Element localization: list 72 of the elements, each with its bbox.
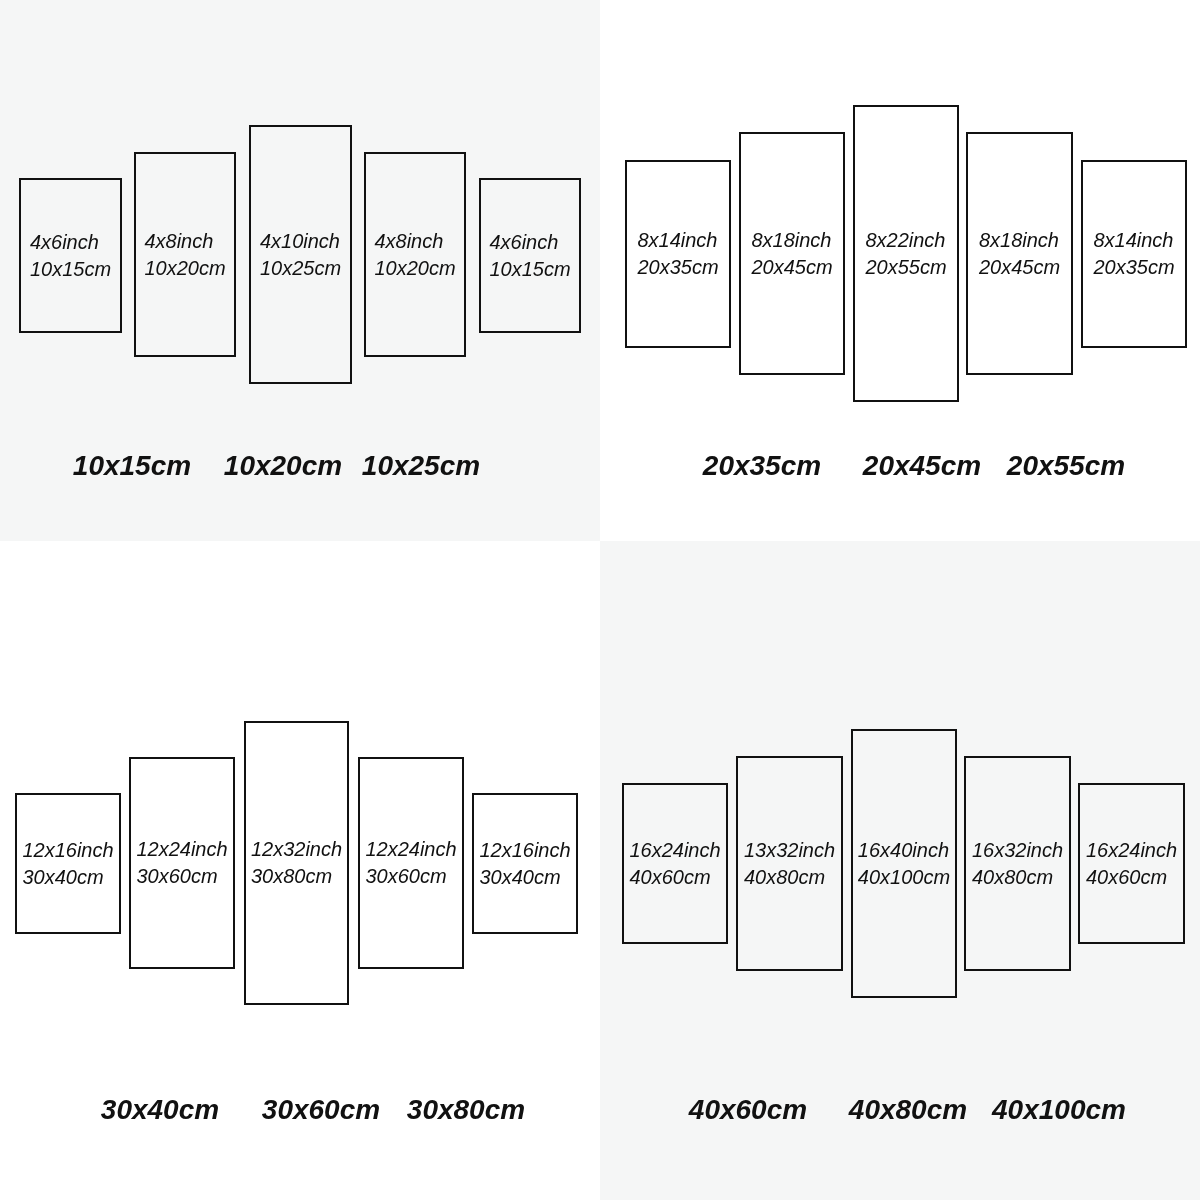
size-caption: 40x80cm xyxy=(848,1093,968,1127)
inch-size-label: 8x22inch xyxy=(865,227,946,253)
canvas-outline xyxy=(358,757,464,969)
canvas-outline xyxy=(19,178,122,333)
canvas-outline xyxy=(964,756,1071,971)
cm-size-label: 40x100cm xyxy=(857,864,951,890)
cm-size-label: 10x20cm xyxy=(144,255,226,281)
size-caption: 40x100cm xyxy=(992,1093,1126,1127)
canvas-outline xyxy=(853,105,959,402)
canvas-outline xyxy=(622,783,728,944)
inch-size-label: 13x32inch xyxy=(743,837,836,863)
inch-size-label: 4x6inch xyxy=(489,229,559,255)
cm-size-label: 10x25cm xyxy=(259,255,342,281)
cm-size-label: 10x15cm xyxy=(29,256,112,282)
cm-size-label: 20x45cm xyxy=(978,254,1061,280)
inch-size-label: 8x18inch xyxy=(978,227,1059,253)
inch-size-label: 4x6inch xyxy=(29,229,99,255)
canvas-outline xyxy=(851,729,957,998)
inch-size-label: 12x16inch xyxy=(22,837,114,863)
canvas-outline xyxy=(244,721,349,1005)
cm-size-label: 40x80cm xyxy=(743,864,826,890)
inch-size-label: 8x14inch xyxy=(1093,228,1174,253)
canvas-outline xyxy=(134,152,236,357)
cm-size-label: 30x40cm xyxy=(22,864,104,890)
canvas-outline xyxy=(739,132,845,375)
canvas-outline xyxy=(129,757,235,969)
inch-size-label: 4x8inch xyxy=(374,228,444,254)
size-caption: 20x35cm xyxy=(702,449,822,483)
canvas-outline xyxy=(479,178,581,333)
inch-size-label: 16x40inch xyxy=(857,837,950,863)
inch-size-label: 16x24inch xyxy=(1085,837,1178,863)
cm-size-label: 30x80cm xyxy=(250,864,333,889)
cm-size-label: 10x15cm xyxy=(489,256,571,282)
inch-size-label: 8x14inch xyxy=(637,228,718,253)
cm-size-label: 30x40cm xyxy=(479,864,561,890)
inch-size-label: 16x32inch xyxy=(971,837,1064,863)
size-caption: 40x60cm xyxy=(688,1093,808,1127)
size-caption: 30x60cm xyxy=(261,1093,381,1127)
canvas-outline xyxy=(1078,783,1185,944)
size-caption: 20x45cm xyxy=(862,449,982,483)
cm-size-label: 40x60cm xyxy=(629,864,711,890)
cm-size-label: 40x60cm xyxy=(1085,864,1168,890)
inch-size-label: 16x24inch xyxy=(629,837,721,863)
canvas-outline xyxy=(625,160,731,348)
size-caption: 10x15cm xyxy=(72,449,192,483)
cm-size-label: 40x80cm xyxy=(971,864,1054,890)
canvas-outline xyxy=(472,793,578,934)
cm-size-label: 20x35cm xyxy=(1093,255,1175,280)
size-caption: 20x55cm xyxy=(1006,449,1126,483)
canvas-outline xyxy=(364,152,466,357)
cm-size-label: 30x60cm xyxy=(136,864,218,889)
canvas-outline xyxy=(736,756,843,971)
size-caption: 10x25cm xyxy=(361,449,481,483)
cm-size-label: 20x35cm xyxy=(637,255,719,280)
cm-size-label: 20x45cm xyxy=(751,254,833,280)
inch-size-label: 12x16inch xyxy=(479,837,571,863)
inch-size-label: 12x24inch xyxy=(136,837,228,862)
size-caption: 30x80cm xyxy=(406,1093,526,1127)
inch-size-label: 12x32inch xyxy=(250,837,343,862)
canvas-outline xyxy=(249,125,352,384)
inch-size-label: 4x8inch xyxy=(144,228,214,254)
canvas-outline xyxy=(15,793,121,934)
canvas-outline xyxy=(1081,160,1187,348)
cm-size-label: 30x60cm xyxy=(365,864,447,889)
cm-size-label: 20x55cm xyxy=(865,254,947,280)
canvas-outline xyxy=(966,132,1073,375)
inch-size-label: 4x10inch xyxy=(259,228,340,254)
size-caption: 30x40cm xyxy=(100,1093,220,1127)
size-caption: 10x20cm xyxy=(223,449,343,483)
inch-size-label: 12x24inch xyxy=(365,837,457,862)
cm-size-label: 10x20cm xyxy=(374,255,456,281)
inch-size-label: 8x18inch xyxy=(751,227,832,253)
